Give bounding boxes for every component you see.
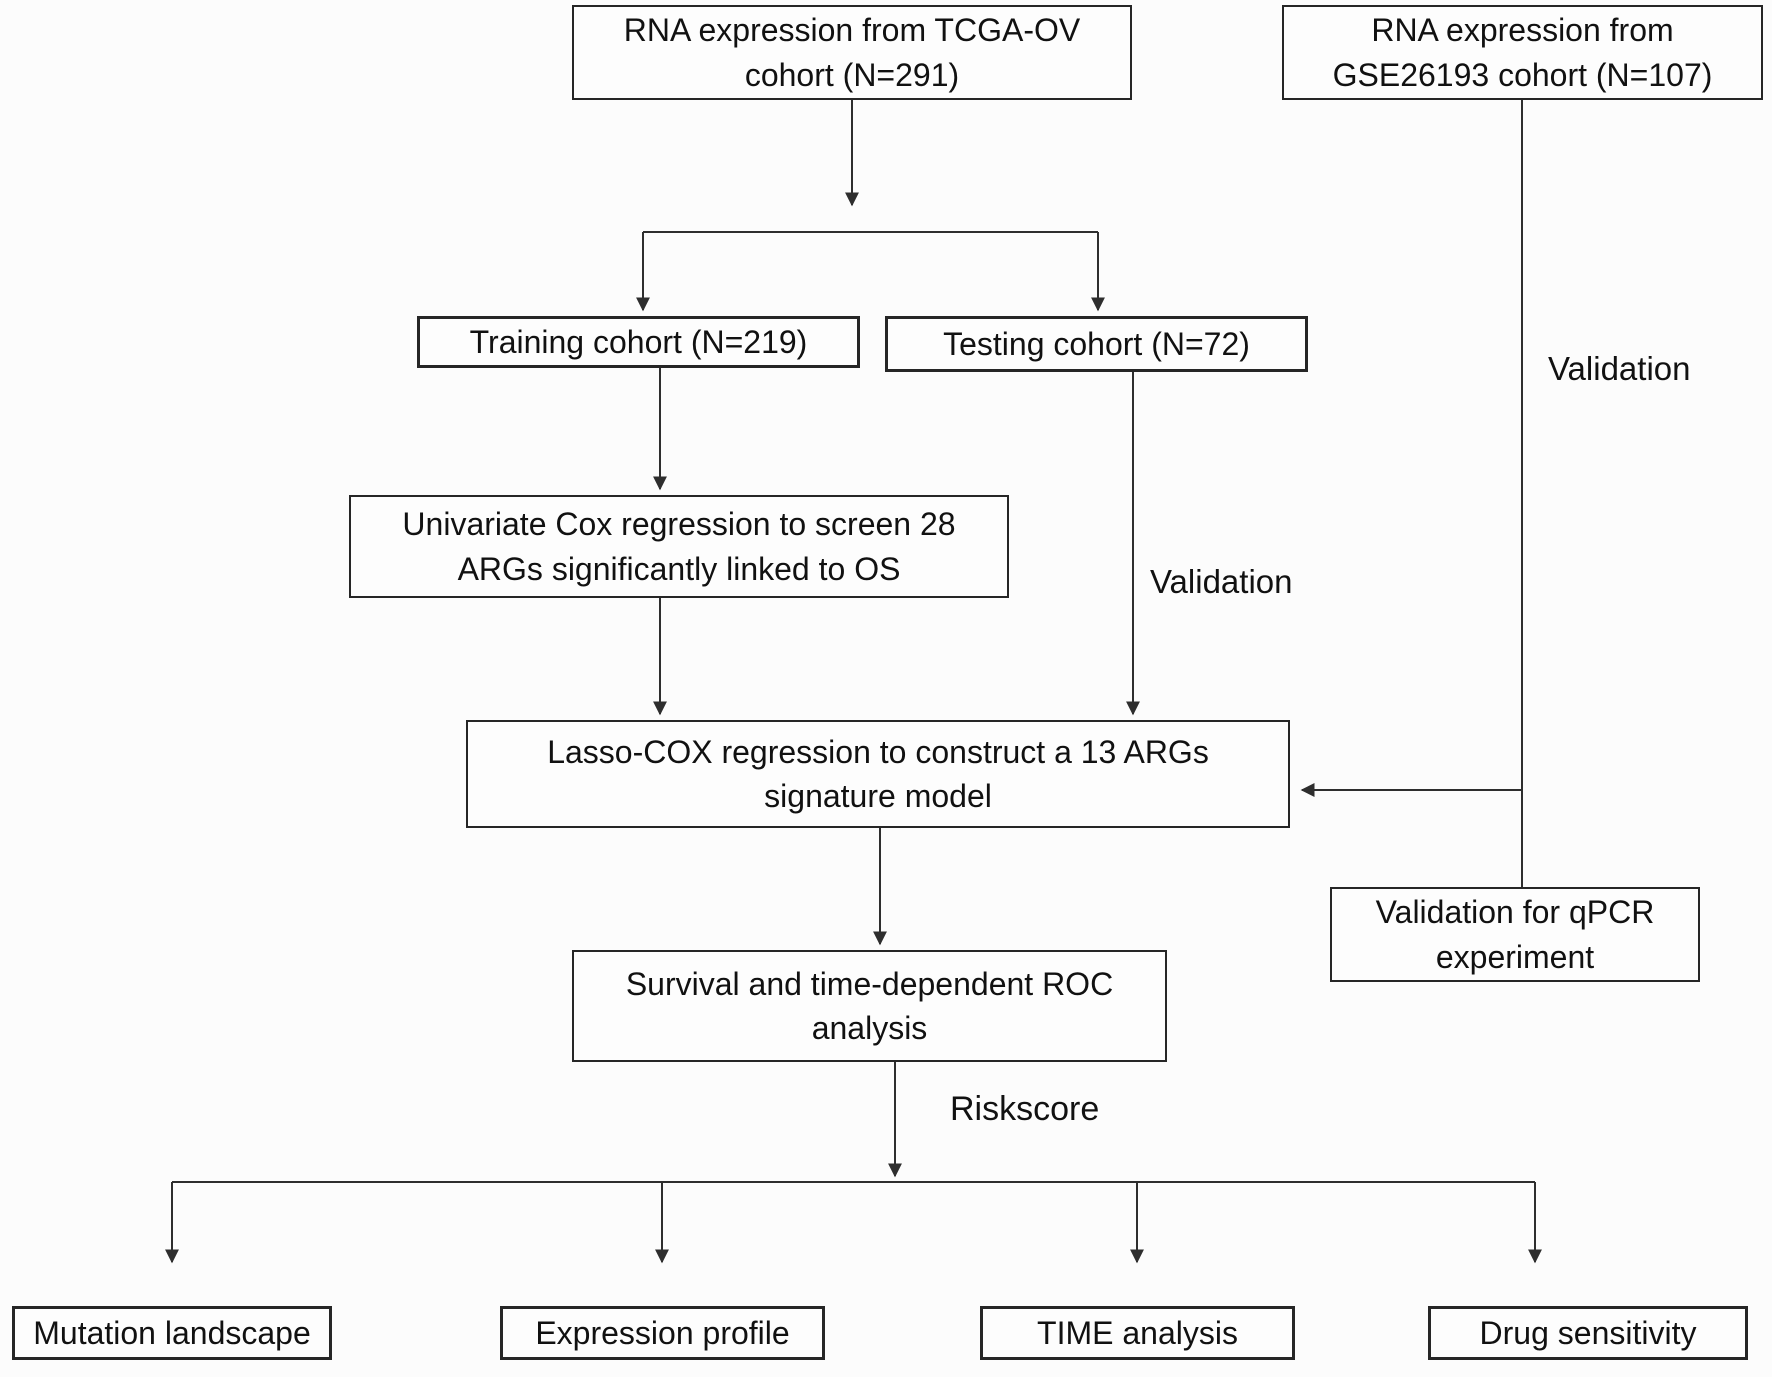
label-riskscore: Riskscore xyxy=(950,1090,1100,1128)
box-tcga-cohort: RNA expression from TCGA-OV cohort (N=29… xyxy=(572,5,1132,100)
box-training-cohort: Training cohort (N=219) xyxy=(417,316,860,368)
box-gse26193-cohort: RNA expression from GSE26193 cohort (N=1… xyxy=(1282,5,1763,100)
box-survival-roc: Survival and time-dependent ROC analysis xyxy=(572,950,1167,1062)
box-univariate-cox: Univariate Cox regression to screen 28 A… xyxy=(349,495,1009,598)
box-lasso-cox: Lasso-COX regression to construct a 13 A… xyxy=(466,720,1290,828)
box-mutation-landscape: Mutation landscape xyxy=(12,1306,332,1360)
label-validation-testing: Validation xyxy=(1150,563,1293,600)
box-drug-sensitivity: Drug sensitivity xyxy=(1428,1306,1748,1360)
box-testing-cohort: Testing cohort (N=72) xyxy=(885,316,1308,372)
box-time-analysis: TIME analysis xyxy=(980,1306,1295,1360)
box-qpcr-validation: Validation for qPCR experiment xyxy=(1330,887,1700,982)
label-validation-gse: Validation xyxy=(1548,350,1691,387)
box-expression-profile: Expression profile xyxy=(500,1306,825,1360)
